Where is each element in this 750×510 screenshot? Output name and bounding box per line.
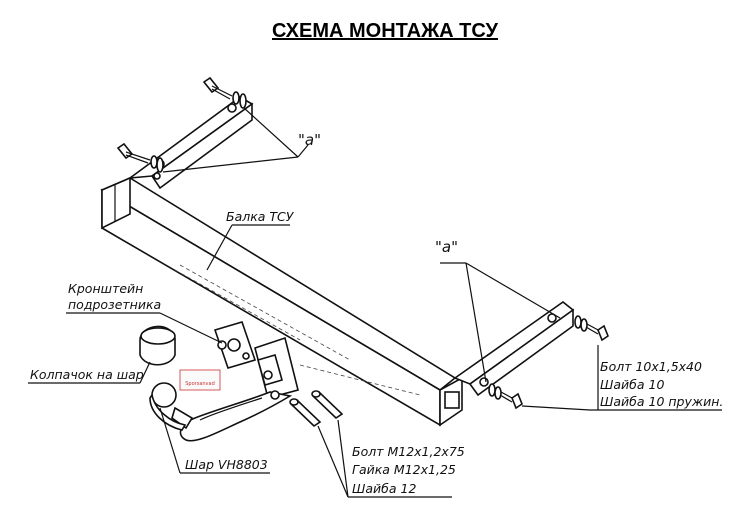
- ball-label: Шар VH8803: [185, 457, 268, 472]
- towbar-beam: [100, 176, 463, 427]
- label-leaders: [28, 312, 722, 498]
- detail-a-right-leader: [440, 262, 561, 383]
- bolt10-label: Болт 10х1,5х40: [600, 359, 702, 374]
- m12-bolt-label: Болт М12х1,2х75: [352, 444, 465, 459]
- cap-label: Колпачок на шар: [30, 367, 144, 382]
- washer10-spring-label: Шайба 10 пружин.: [600, 394, 723, 409]
- left-bracket: [127, 96, 254, 190]
- page-title: СХЕМА МОНТАЖА ТСУ: [272, 20, 499, 42]
- arm-sticker: Sporsanvad: [185, 381, 215, 387]
- detail-a-top-leader: [162, 107, 309, 173]
- washer10-label: Шайба 10: [600, 377, 664, 392]
- right-bolts: [488, 315, 609, 410]
- right-bracket: [453, 301, 575, 397]
- m12-bolts: [289, 390, 344, 428]
- tow-ball-arm: Sporsanvad: [149, 321, 299, 442]
- beam-leader: [206, 224, 233, 271]
- beam-label: Балка ТСУ: [226, 209, 295, 224]
- m12-nut-label: Гайка М12х1,25: [352, 462, 456, 477]
- left-bolts: [116, 76, 247, 173]
- bracket-label-line1: Кронштейн: [68, 281, 143, 296]
- bracket-label-line2: подрозетника: [68, 297, 161, 312]
- ball-cap: [139, 325, 176, 366]
- detail-a-top-label: "а": [298, 131, 321, 149]
- washer12-label: Шайба 12: [352, 481, 416, 496]
- detail-a-right-label: "а": [435, 238, 458, 256]
